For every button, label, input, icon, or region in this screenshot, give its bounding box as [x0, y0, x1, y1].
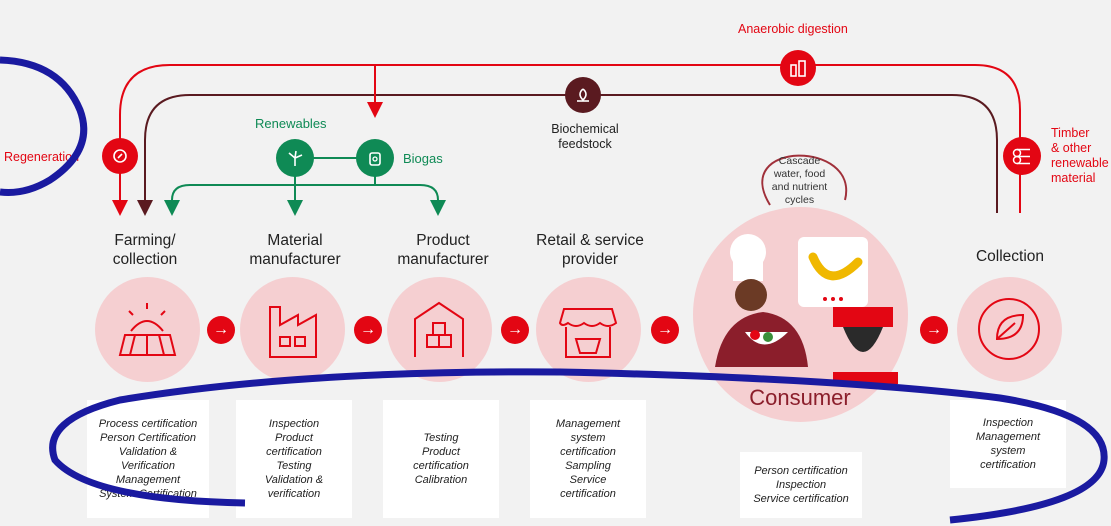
recycle-leaf-icon — [978, 298, 1040, 360]
regeneration-icon — [102, 138, 138, 174]
biochemical-feedstock-label: Biochemical feedstock — [551, 122, 619, 151]
biogas-tank-icon — [356, 139, 394, 177]
cert-item: Service certification — [560, 474, 616, 500]
stage-label-material: Material manufacturer — [249, 232, 341, 268]
cert-item: Process certification — [98, 418, 198, 430]
biochemical-feedstock-icon — [565, 77, 601, 113]
flow-arrow-2: → — [354, 316, 382, 344]
cert-box-retail: Management system certification Sampling… — [530, 400, 646, 518]
stage-label-retail: Retail & service provider — [536, 232, 644, 268]
cert-box-product: Testing Product certification Calibratio… — [383, 400, 499, 518]
retail-circle — [536, 277, 641, 382]
factory-icon — [269, 306, 317, 358]
stage-label-collection: Collection — [975, 248, 1045, 265]
cert-item: Service certification — [753, 493, 849, 505]
cert-item: Product certification — [266, 432, 322, 458]
chef-illustration — [715, 234, 898, 384]
material-circle — [240, 277, 345, 382]
cert-item: Inspection — [775, 479, 827, 491]
cert-item: Management system certification — [555, 418, 621, 458]
cert-item: Person Certification — [100, 432, 196, 444]
flow-arrow-3: → — [501, 316, 529, 344]
cert-item: Inspection — [982, 417, 1034, 429]
stage-label-product: Product manufacturer — [397, 232, 489, 268]
cert-item: Product certification — [413, 446, 469, 472]
cert-item: Testing — [276, 460, 312, 472]
cert-item: Sampling — [565, 460, 611, 472]
cert-box-collection: Inspection Management system certificati… — [950, 400, 1066, 488]
wind-turbine-icon — [276, 139, 314, 177]
farming-circle — [95, 277, 200, 382]
timber-icon — [1003, 137, 1041, 175]
stage-label-consumer: Consumer — [749, 385, 851, 410]
stage-label-farming: Farming/ collection — [112, 232, 178, 268]
cert-item: Validation & verification — [264, 474, 324, 500]
collection-circle — [957, 277, 1062, 382]
field-sun-icon — [118, 303, 177, 356]
timber-label: Timber & other renewable material — [1051, 126, 1109, 185]
anaerobic-digestion-label: Anaerobic digestion — [738, 22, 848, 36]
product-circle — [387, 277, 492, 382]
biogas-label: Biogas — [403, 151, 443, 166]
cert-box-consumer: Person certification Inspection Service … — [740, 452, 862, 518]
cert-item: Validation & Verification — [118, 446, 178, 472]
consumer-circle — [693, 207, 908, 422]
cert-item: Inspection — [268, 418, 320, 430]
cascade-label: Cascade water, food and nutrient cycles — [771, 155, 828, 206]
cert-item: Calibration — [414, 474, 468, 486]
flow-arrow-1: → — [207, 316, 235, 344]
flow-arrow-4: → — [651, 316, 679, 344]
renewables-label: Renewables — [255, 116, 327, 131]
cert-item: Person certification — [754, 465, 848, 477]
flow-arrow-5: → — [920, 316, 948, 344]
regeneration-label: Regeneration — [4, 150, 80, 164]
cert-item: Management system certification — [975, 431, 1041, 471]
anaerobic-digestion-icon — [780, 50, 816, 86]
warehouse-icon — [414, 301, 464, 357]
shop-basket-icon — [558, 308, 618, 358]
cert-item: Testing — [423, 432, 459, 444]
cert-box-material: Inspection Product certification Testing… — [236, 400, 352, 518]
